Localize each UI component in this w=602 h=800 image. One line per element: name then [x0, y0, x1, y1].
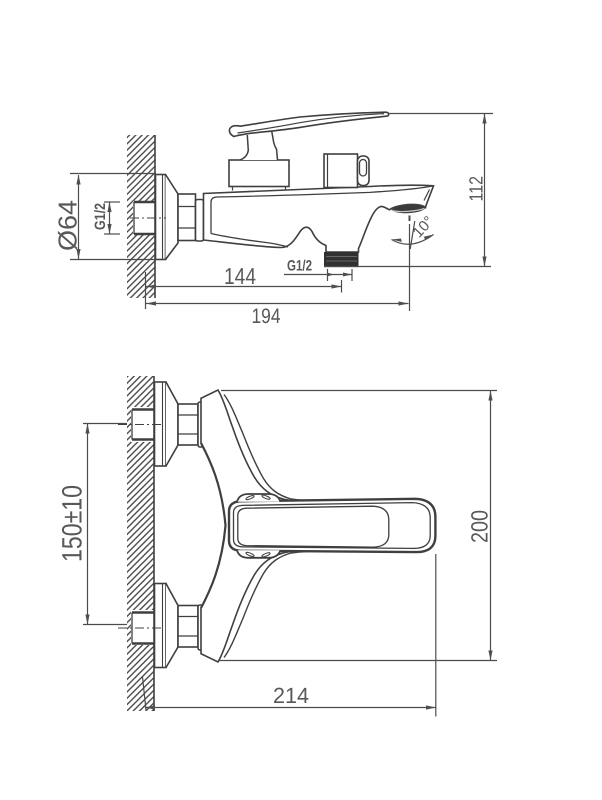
svg-text:214: 214	[273, 683, 309, 708]
svg-text:10°: 10°	[409, 213, 437, 241]
svg-text:Ø64: Ø64	[53, 200, 83, 251]
svg-text:150±10: 150±10	[57, 485, 88, 562]
svg-text:200: 200	[466, 510, 492, 543]
svg-text:G1/2: G1/2	[287, 258, 312, 275]
svg-text:G1/2: G1/2	[92, 203, 109, 230]
svg-text:112: 112	[466, 176, 487, 202]
svg-text:144: 144	[224, 263, 256, 289]
svg-text:194: 194	[252, 305, 281, 328]
